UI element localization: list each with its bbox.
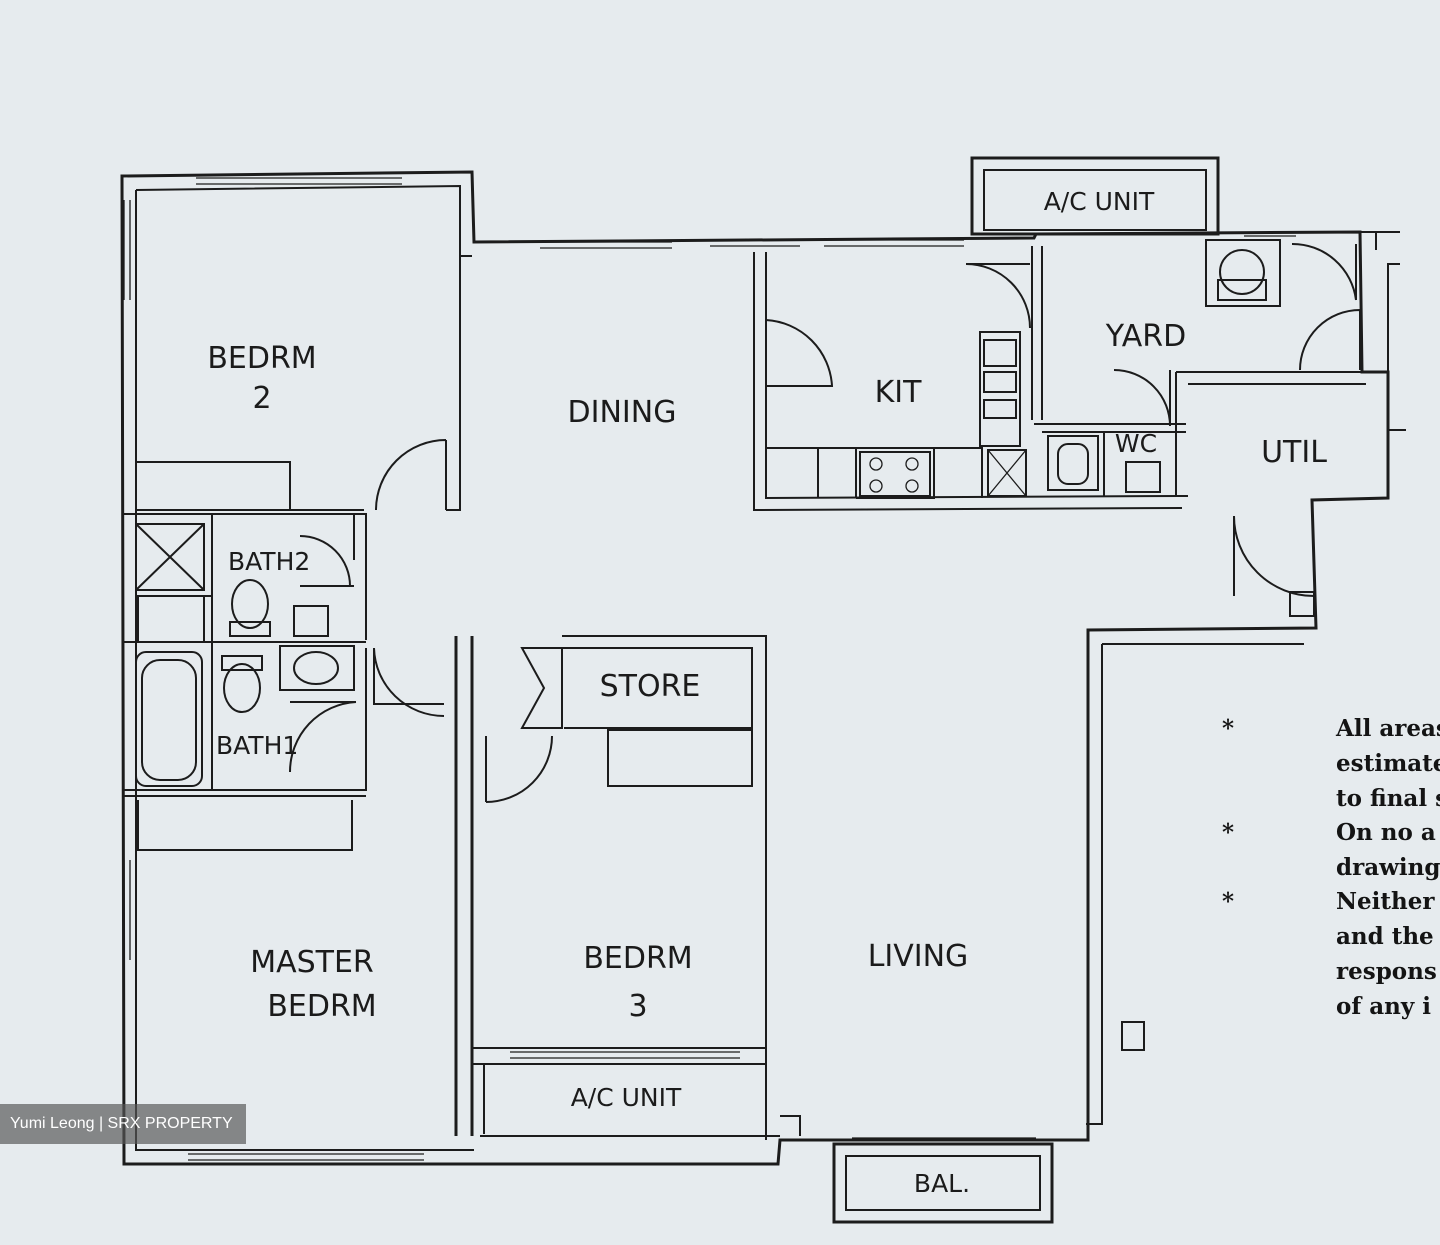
windows (123, 177, 1296, 1161)
label-wc: WC (1115, 429, 1157, 458)
note-bullet: * (1222, 888, 1235, 915)
label-store: STORE (600, 669, 701, 704)
note-1: * All areas estimate to final s (1222, 712, 1440, 816)
note-text: All areas (1336, 715, 1440, 742)
label-master-bedroom-line2: BEDRM (267, 989, 376, 1024)
note-text: Neither (1336, 888, 1435, 915)
label-balcony: BAL. (914, 1169, 970, 1198)
label-ac-unit-bottom: A/C UNIT (571, 1083, 682, 1112)
label-master-bedroom-line1: MASTER (250, 945, 374, 980)
note-bullet: * (1222, 715, 1235, 742)
interior-walls (122, 239, 1366, 1224)
note-text: estimate (1336, 750, 1440, 777)
note-text: of any i (1336, 993, 1431, 1020)
label-bedroom2-line1: BEDRM (207, 341, 316, 376)
disclaimer-notes: * All areas estimate to final s * On no a … (1222, 712, 1440, 1024)
note-text: On no a (1336, 819, 1436, 846)
note-2: * On no a drawing (1222, 816, 1440, 885)
room-labels: BEDRM 2 DINING KIT YARD WC UTIL A/C UNIT… (207, 187, 1327, 1198)
label-dining: DINING (568, 395, 677, 430)
label-yard: YARD (1105, 319, 1186, 354)
note-text: and the (1336, 923, 1434, 950)
label-living: LIVING (868, 939, 969, 974)
label-bath2: BATH2 (228, 547, 310, 576)
fixtures (221, 579, 339, 713)
label-utility: UTIL (1261, 435, 1327, 470)
note-text: drawing (1336, 854, 1440, 881)
note-bullet: * (1222, 819, 1235, 846)
label-kitchen: KIT (875, 375, 923, 410)
watermark: Yumi Leong | SRX PROPERTY (0, 1104, 246, 1144)
label-bedroom3-line2: 3 (628, 989, 647, 1024)
label-bath1: BATH1 (216, 731, 298, 760)
label-ac-unit-top: A/C UNIT (1044, 187, 1155, 216)
door-swings (288, 242, 1361, 803)
note-text: to final s (1336, 785, 1440, 812)
note-text: respons (1336, 958, 1437, 985)
note-3: * Neither and the respons of any i (1222, 885, 1440, 1024)
label-bedroom3-line1: BEDRM (583, 941, 692, 976)
label-bedroom2-line2: 2 (252, 381, 271, 416)
